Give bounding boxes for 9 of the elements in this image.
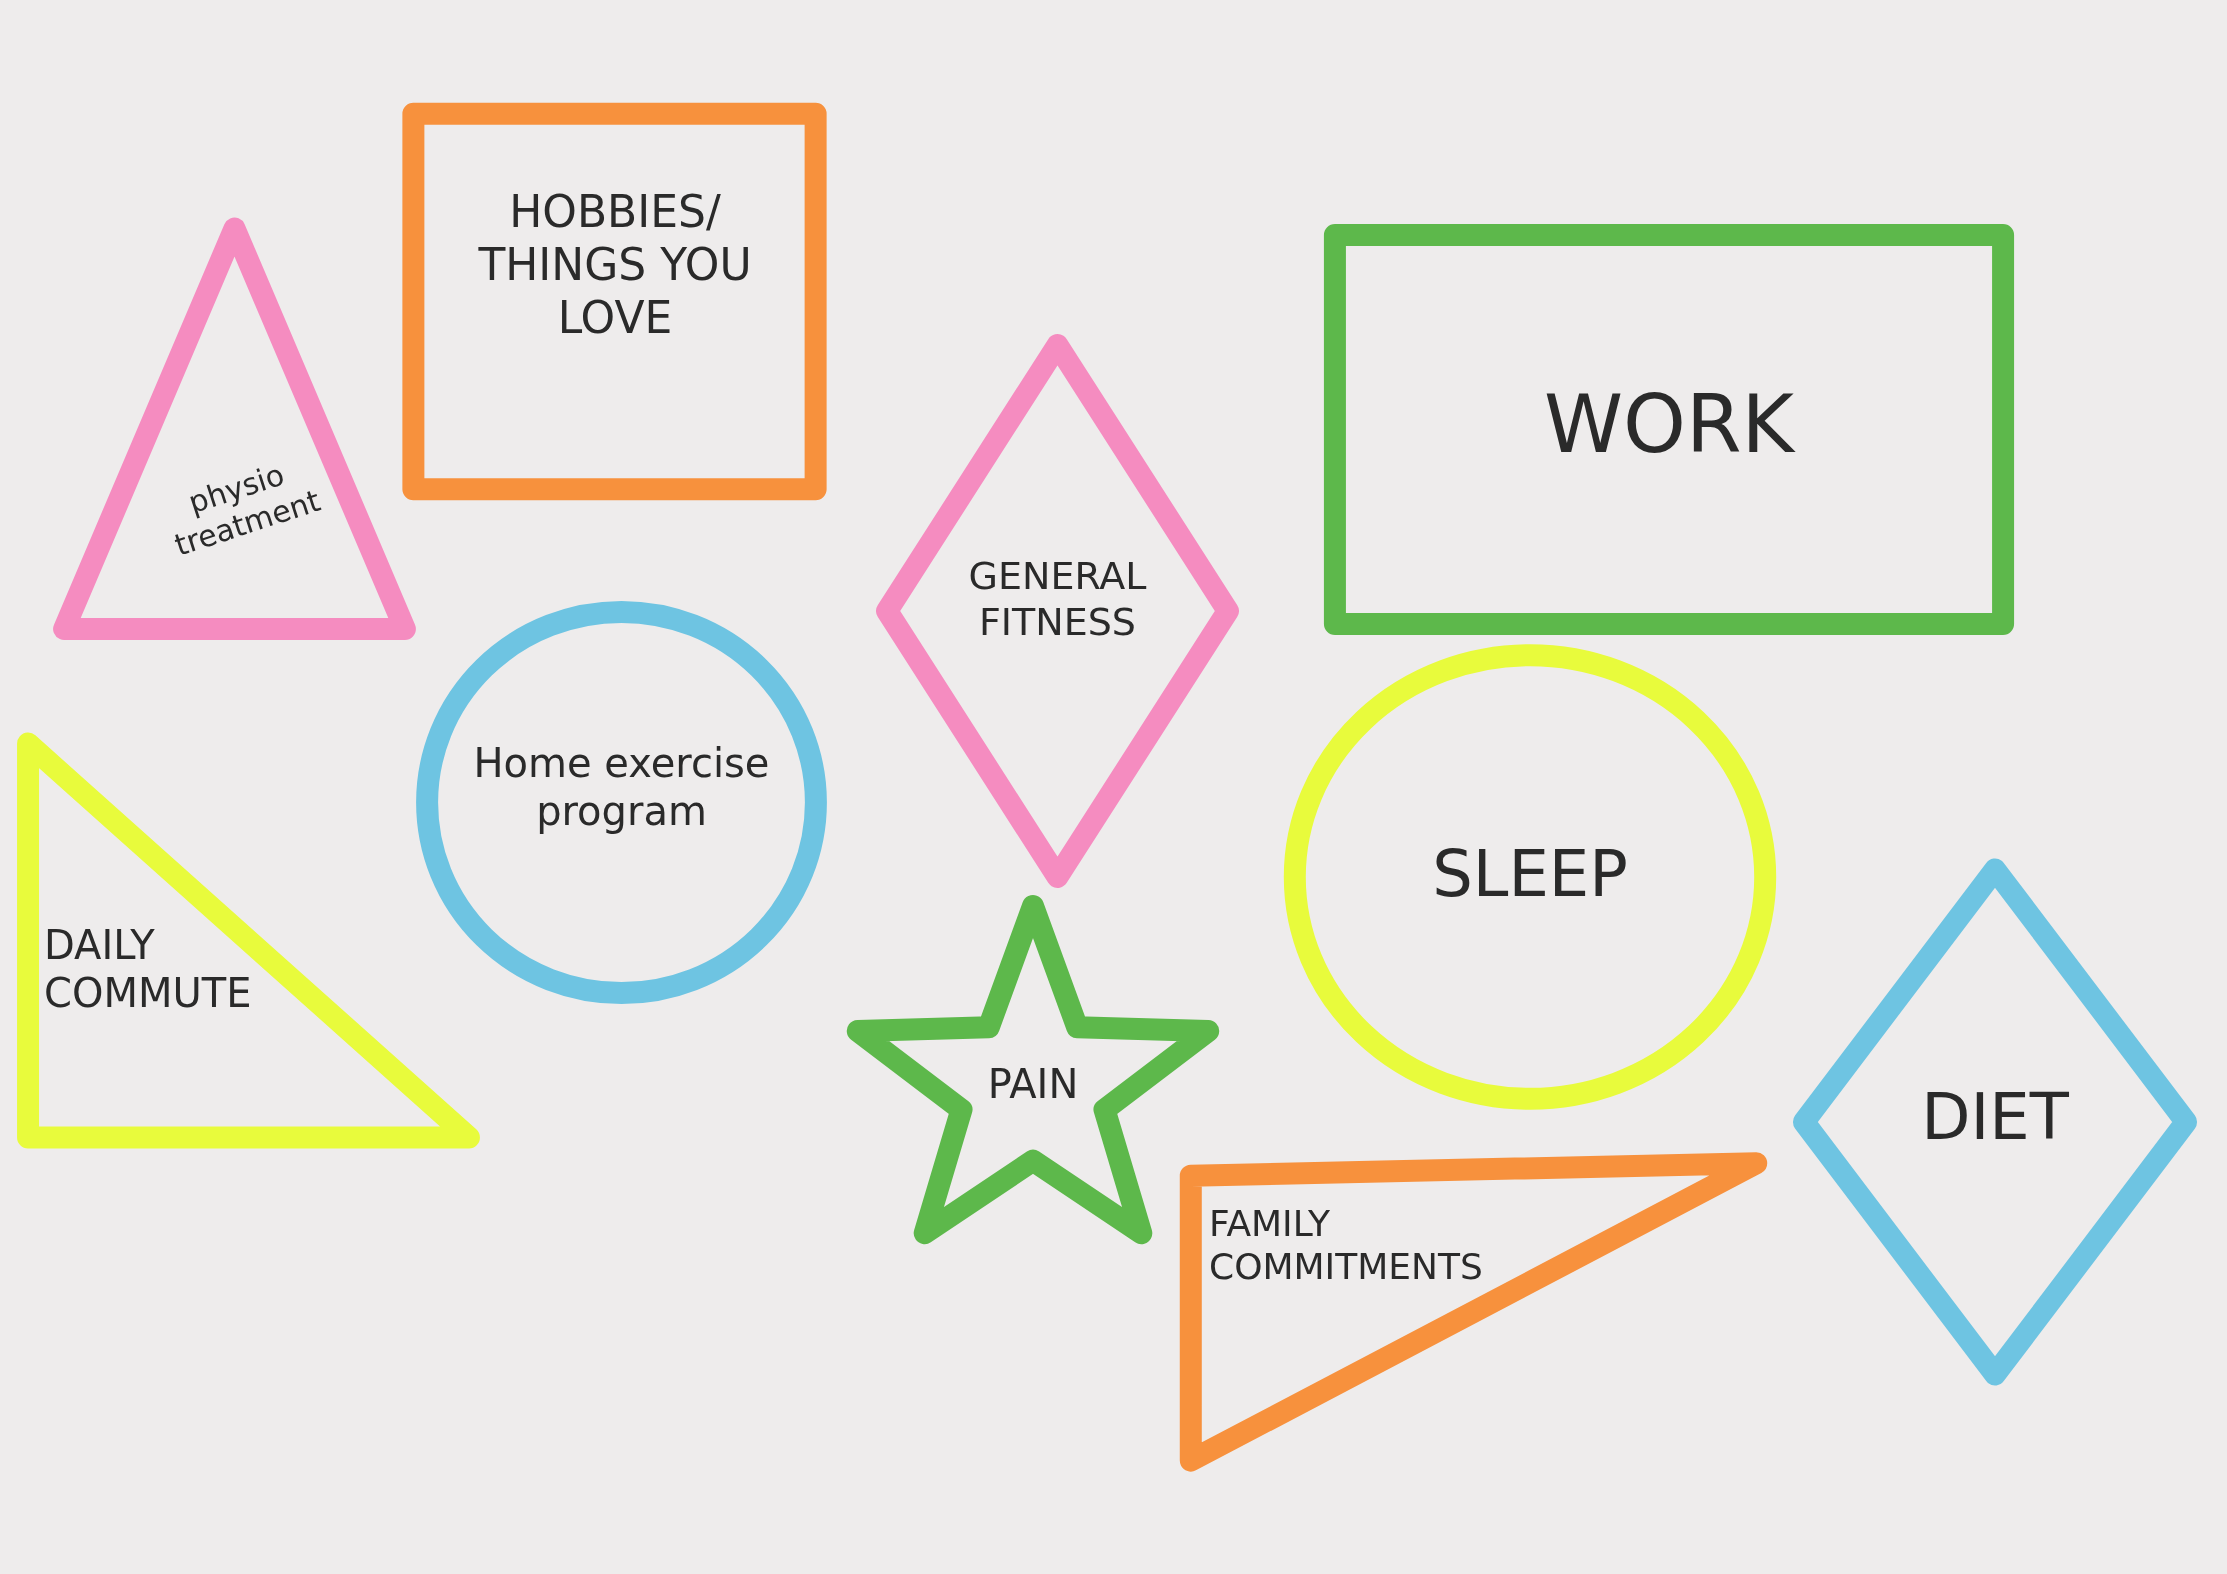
shape-label: DAILY COMMUTE xyxy=(44,921,253,1017)
shape-label: GENERAL FITNESS xyxy=(967,554,1148,646)
shape-label: WORK xyxy=(1542,377,1797,473)
shape-label: SLEEP xyxy=(1431,836,1629,913)
shape-label: FAMILY COMMITMENTS xyxy=(1209,1202,1479,1289)
shape-label: DIET xyxy=(1920,1079,2070,1156)
shape-label: PAIN xyxy=(986,1060,1080,1108)
shape-label: HOBBIES/ THINGS YOU LOVE xyxy=(477,186,753,345)
shape-label: Home exercise program xyxy=(472,739,771,835)
